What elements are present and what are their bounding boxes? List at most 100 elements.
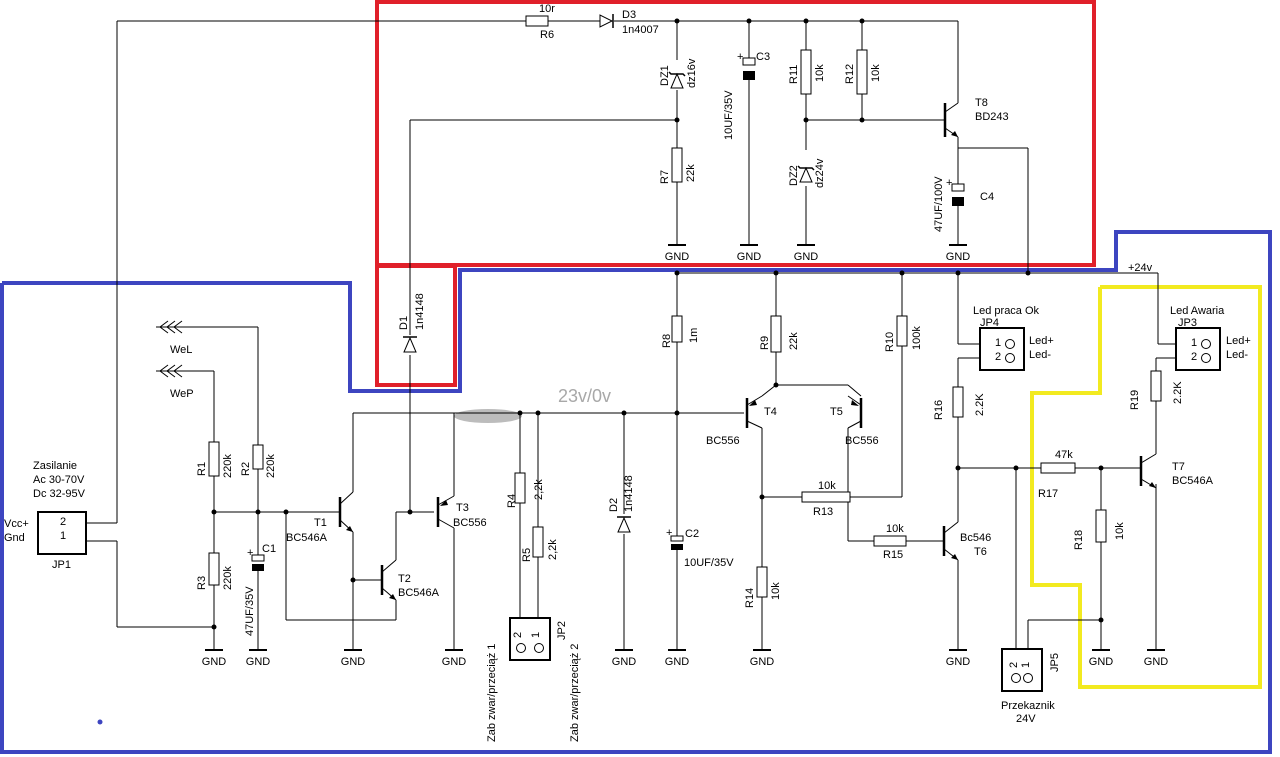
junctions [211,18,1104,630]
svg-text:+: + [247,547,253,559]
r4-name: R4 [506,494,518,508]
r2-value: 220k [265,454,277,478]
gnd-symbol: GND [1089,649,1113,668]
jp3-led-minus: Led- [1226,349,1248,361]
transistor-t5: T5 BC556 [830,395,879,447]
r19-value: 2.2K [1172,381,1184,404]
gnd-label: GND [202,656,227,668]
r15-value: 10k [886,523,904,535]
transistor-t8: T8 BD243 [943,97,1009,138]
transistor-t4: T4 BC556 [706,395,777,447]
c3-value: 10UF/35V [723,90,735,140]
resistor-r7: R7 22k [659,147,697,184]
resistor-r5: R5 2,2k [521,526,559,562]
r6-name: R6 [540,29,554,41]
resistor-r16: R16 2.2K [933,386,986,420]
stray-dot [97,719,103,725]
gnd-symbol: GND [442,649,466,668]
jp1-pin1: 1 [60,530,66,542]
jp3-title: Led Awaria [1170,305,1225,317]
t2-name: T2 [398,573,411,585]
transistor-t2: T2 BC546A [380,559,440,601]
t4-name: T4 [764,406,777,418]
gnd-symbol: GND [665,649,690,668]
t2-value: BC546A [398,587,440,599]
zener-dz2: DZ2 dz24v [788,158,826,188]
gnd-label: GND [946,656,971,668]
d3-value: 1n4007 [622,24,659,36]
resistor-r19: R19 2.2K [1129,370,1184,410]
resistor-r14: R14 10k [744,566,782,608]
r17-value: 47k [1055,449,1073,461]
r14-name: R14 [744,588,756,608]
scribble-mark [454,409,522,423]
jp4-name: JP4 [980,317,999,329]
gnd-label: GND [665,656,690,668]
t5-value: BC556 [845,435,879,447]
connector-jp5: 2 1 JP5 Przekaznik 24V [1001,648,1061,725]
gnd-label: GND [341,656,366,668]
jp3-name: JP3 [1178,317,1197,329]
c4-value: 47UF/100V [933,176,945,232]
jp1-vcc-label: Vcc+ [4,518,29,530]
vcc24-label: +24v [1128,262,1153,274]
gnd-symbol: GND [612,649,636,668]
dz2-name: DZ2 [788,165,800,186]
gnd-symbol: GND [737,244,761,263]
t1-name: T1 [314,517,327,529]
r7-value: 22k [685,164,697,182]
r4-value: 2,2k [533,479,545,500]
jp2-pin2: 2 [512,632,524,638]
jp5-pin2: 2 [1008,662,1020,668]
r13-value: 10k [818,480,836,492]
r6-value: 10r [539,3,555,15]
capacitor-c1: + C1 47UF/35V [244,543,276,636]
resistor-r6: 10r R6 [525,3,555,41]
gnd-label: GND [665,251,690,263]
t4-value: BC556 [706,435,740,447]
resistor-r12: R12 10k [844,49,882,95]
c4-name: C4 [980,191,994,203]
gnd-symbol: GND [946,649,971,668]
connector-jp4: 1 2 Led praca Ok JP4 Led+ Led- [973,305,1054,371]
r18-name: R18 [1073,530,1085,550]
connector-jp1: Zasilanie Ac 30-70V Dc 32-95V Vcc+ Gnd 2… [4,460,87,571]
t8-value: BD243 [975,111,1009,123]
resistor-r18: R18 10k [1073,509,1126,550]
svg-text:+: + [666,527,672,539]
resistor-r2: R2 220k [240,444,277,478]
jp5-pin1: 1 [1020,662,1032,668]
jp3-pin2: 2 [1191,351,1197,363]
jp5-sub: 24V [1016,713,1036,725]
r16-value: 2.2K [974,393,986,416]
r9-name: R9 [759,336,771,350]
transistor-t6: Bc546 T6 [942,521,991,561]
t3-name: T3 [456,502,469,514]
resistor-r8: R8 1m [661,315,700,348]
r5-name: R5 [521,548,533,562]
gnd-symbol: GND [794,244,818,263]
resistor-r10: R10 100k [884,315,923,352]
supply-dc: Dc 32-95V [33,488,86,500]
gnd-symbol: GND [1144,649,1168,668]
r2-name: R2 [240,462,252,476]
capacitor-c3: + C3 10UF/35V [723,51,770,140]
annotation-23v-0v: 23v/0v [558,386,611,406]
jp4-title: Led praca Ok [973,305,1040,317]
jp4-led-minus: Led- [1029,349,1051,361]
dz2-value: dz24v [814,158,826,188]
r13-name: R13 [813,506,833,518]
wep-label: WeP [170,388,194,400]
input-wep: WeP [159,364,194,400]
r15-name: R15 [883,549,903,561]
t7-value: BC546A [1172,475,1214,487]
jp2-name: JP2 [556,621,568,640]
resistor-r13: 10k R13 [801,480,851,518]
main-circuit-region [0,230,1272,754]
alarm-circuit-region [1030,285,1262,689]
d1-value: 1n4148 [414,293,426,330]
jp1-pin2: 2 [60,516,66,528]
resistor-r9: R9 22k [759,315,800,353]
resistor-r15: 10k R15 [873,523,907,561]
input-wel: WeL [159,320,192,356]
